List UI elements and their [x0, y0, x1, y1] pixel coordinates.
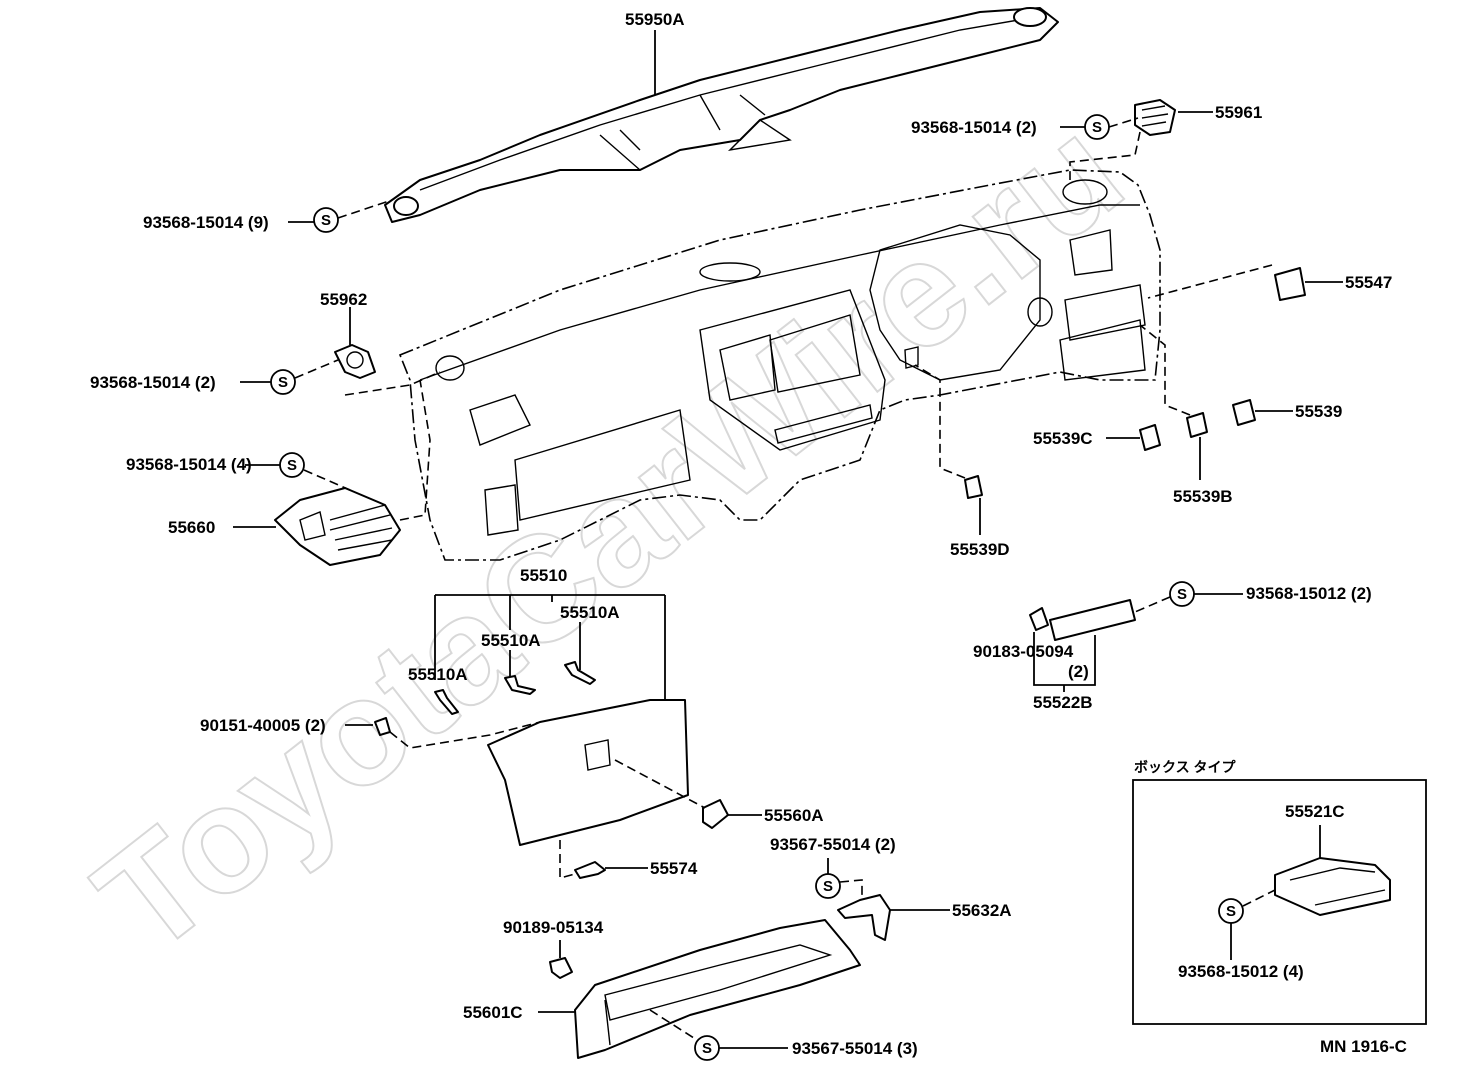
label-55510A-1: 55510A [408, 665, 468, 684]
screw-s-93567-3: S [694, 1035, 720, 1061]
screw-s-55962: S [270, 369, 296, 395]
part-55521C [1274, 857, 1391, 916]
label-93567-55014-2: 93567-55014 (2) [770, 835, 896, 854]
svg-text:S: S [287, 457, 297, 474]
label-90183-qty: (2) [1068, 662, 1089, 681]
label-55950A: 55950A [625, 10, 685, 29]
label-93568-15012-4: 93568-15012 (4) [1178, 962, 1304, 981]
label-55574: 55574 [650, 859, 698, 878]
screw-s-4: S [279, 452, 305, 478]
part-55539 [1232, 399, 1256, 426]
svg-text:S: S [1226, 903, 1236, 920]
label-55510A-2: 55510A [481, 631, 541, 650]
svg-text:S: S [1177, 586, 1187, 603]
part-55547 [1274, 267, 1306, 301]
clip-90189 [549, 957, 573, 979]
label-55632A: 55632A [952, 901, 1012, 920]
label-93568-15012-2: 93568-15012 (2) [1246, 584, 1372, 603]
screw-s-15012-2: S [1169, 581, 1195, 607]
part-55560A [702, 799, 729, 829]
part-55539C [1139, 424, 1161, 451]
label-55560A: 55560A [764, 806, 824, 825]
label-55510: 55510 [520, 566, 567, 585]
label-93568-15014-4: 93568-15014 (4) [126, 455, 252, 474]
panel-55601C [574, 919, 861, 1059]
label-93568-15014-9: 93568-15014 (9) [143, 213, 269, 232]
part-55522B [1029, 599, 1136, 641]
part-55574 [574, 861, 606, 879]
bracket-55632A [837, 894, 891, 941]
label-55521C: 55521C [1285, 802, 1345, 821]
svg-text:S: S [278, 374, 288, 391]
label-55539C: 55539C [1033, 429, 1093, 448]
label-55961: 55961 [1215, 103, 1262, 122]
label-55539B: 55539B [1173, 487, 1233, 506]
svg-text:S: S [1092, 119, 1102, 136]
glove-box-55510 [434, 661, 689, 846]
part-55962 [334, 344, 376, 379]
label-93567-55014-3: 93567-55014 (3) [792, 1039, 918, 1058]
part-55660 [274, 487, 401, 566]
screw-s-55961: S [1084, 114, 1110, 140]
svg-text:S: S [702, 1040, 712, 1057]
drawing-code: MN 1916-C [1320, 1037, 1407, 1056]
duct-55950A [384, 7, 1059, 223]
label-55962: 55962 [320, 290, 367, 309]
label-55601C: 55601C [463, 1003, 523, 1022]
label-93568-15014-2a: 93568-15014 (2) [911, 118, 1037, 137]
part-55539D [964, 475, 983, 499]
svg-text:S: S [823, 878, 833, 895]
screw-s-93567-2: S [815, 873, 841, 899]
instrument-panel [398, 169, 1161, 561]
svg-text:S: S [321, 212, 331, 229]
label-90189-05134: 90189-05134 [503, 918, 604, 937]
part-55539B [1186, 412, 1208, 438]
inset-box [1132, 779, 1427, 1025]
label-55660: 55660 [168, 518, 215, 537]
label-55539D: 55539D [950, 540, 1010, 559]
label-90151-40005: 90151-40005 (2) [200, 716, 326, 735]
label-55522B: 55522B [1033, 693, 1093, 712]
label-55547: 55547 [1345, 273, 1392, 292]
inset-title: ボックス タイプ [1134, 759, 1236, 775]
part-55961 [1134, 99, 1176, 136]
screw-s-9: S [313, 207, 339, 233]
label-55539: 55539 [1295, 402, 1342, 421]
label-55510A-3: 55510A [560, 603, 620, 622]
label-90183-05094: 90183-05094 [973, 642, 1074, 661]
screw-s-15012-4: S [1218, 898, 1244, 924]
label-93568-15014-2b: 93568-15014 (2) [90, 373, 216, 392]
